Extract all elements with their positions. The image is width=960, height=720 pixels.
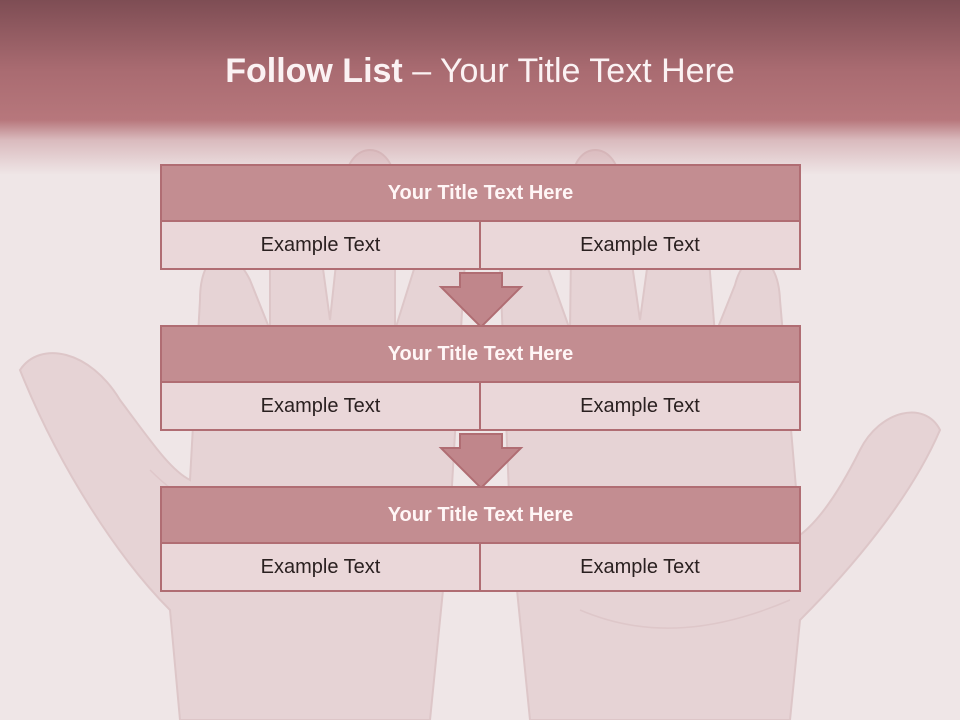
down-arrow-icon bbox=[438, 433, 524, 490]
down-arrow-icon bbox=[438, 272, 524, 329]
block-title: Your Title Text Here bbox=[160, 164, 801, 222]
slide-title-rest: – Your Title Text Here bbox=[402, 52, 735, 90]
block-title: Your Title Text Here bbox=[160, 325, 801, 383]
block-title: Your Title Text Here bbox=[160, 486, 801, 544]
slide-title-bold: Follow List bbox=[225, 52, 403, 90]
block-right-cell: Example Text bbox=[479, 220, 801, 270]
block-right-cell: Example Text bbox=[479, 542, 801, 592]
header-band bbox=[0, 0, 960, 175]
slide-title: Follow List – Your Title Text Here bbox=[0, 52, 960, 91]
block-left-cell: Example Text bbox=[160, 220, 481, 270]
block-left-cell: Example Text bbox=[160, 542, 481, 592]
block-left-cell: Example Text bbox=[160, 381, 481, 431]
block-right-cell: Example Text bbox=[479, 381, 801, 431]
